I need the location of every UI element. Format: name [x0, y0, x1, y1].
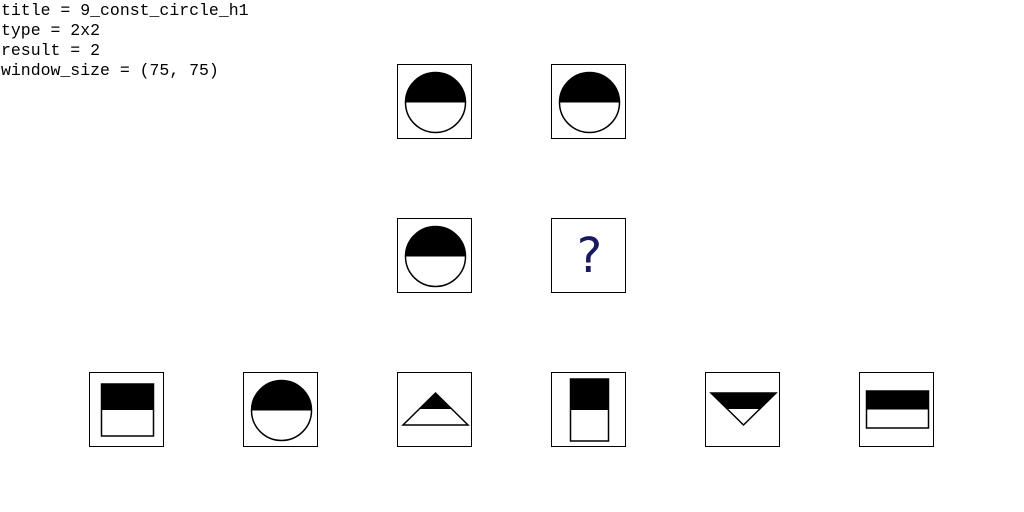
- title-line: title = 9_const_circle_h1: [1, 1, 249, 20]
- answer-option-1[interactable]: [89, 372, 164, 447]
- half-black-triangle-up-icon: [401, 391, 470, 426]
- result-line: result = 2: [1, 41, 101, 60]
- half-black-circle-icon: [404, 225, 467, 288]
- answer-option-4[interactable]: [551, 372, 626, 447]
- matrix-cell-2: [551, 64, 626, 139]
- half-black-circle-icon: [404, 71, 467, 134]
- matrix-cell-missing: ?: [551, 218, 626, 293]
- type-line: type = 2x2: [1, 21, 101, 40]
- answer-option-3[interactable]: [397, 372, 472, 447]
- half-black-wide-rectangle-icon: [865, 390, 930, 429]
- answer-option-5[interactable]: [705, 372, 780, 447]
- half-black-square-icon: [100, 383, 155, 437]
- answer-option-6[interactable]: [859, 372, 934, 447]
- half-black-circle-icon: [250, 379, 313, 442]
- matrix-cell-3: [397, 218, 472, 293]
- window-size-line: window_size = (75, 75): [1, 61, 219, 80]
- answer-option-2[interactable]: [243, 372, 318, 447]
- half-black-tall-rectangle-icon: [569, 378, 610, 442]
- half-black-triangle-down-icon: [709, 392, 778, 427]
- matrix-cell-1: [397, 64, 472, 139]
- half-black-circle-icon: [558, 71, 621, 134]
- question-mark-icon: ?: [576, 228, 603, 284]
